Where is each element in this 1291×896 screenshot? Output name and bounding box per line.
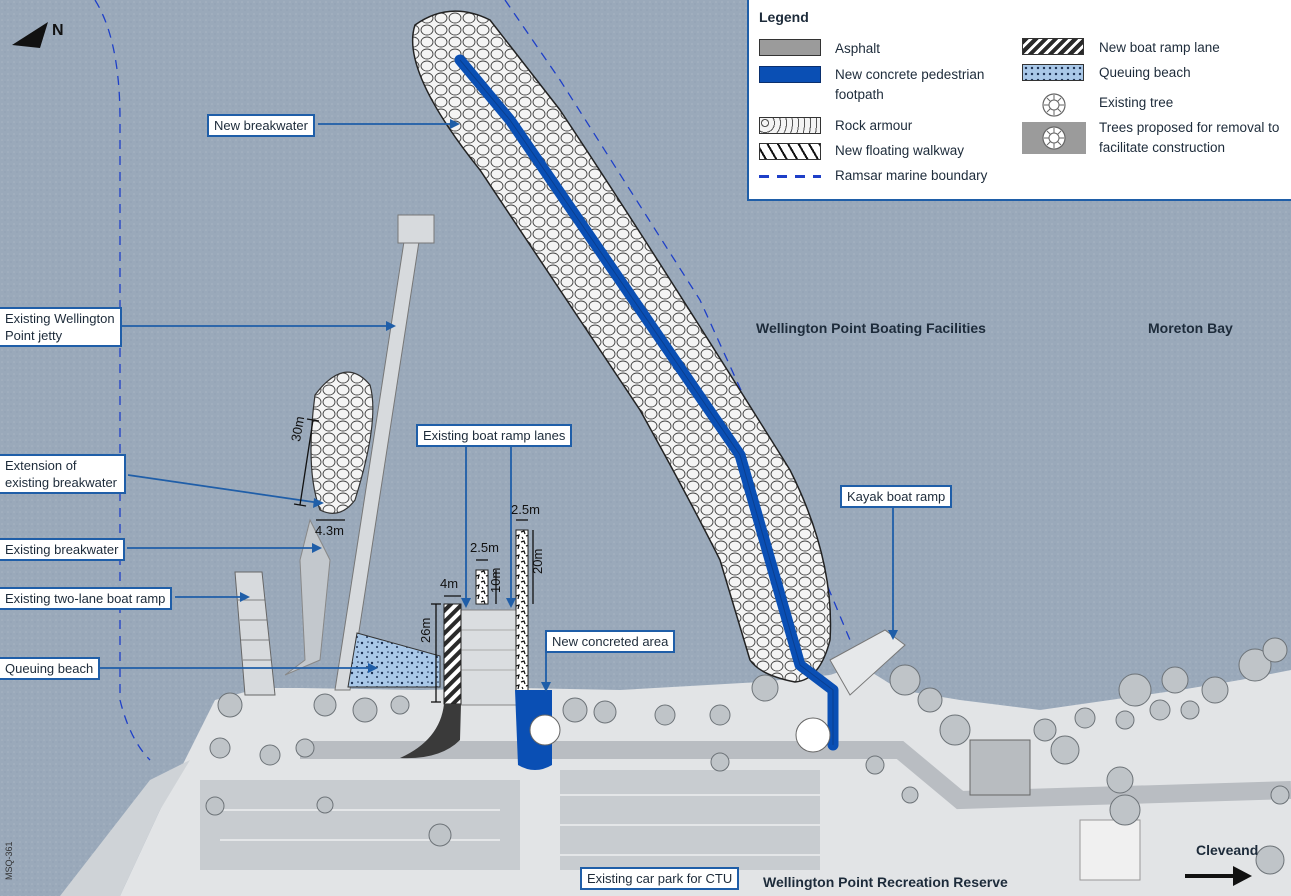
dim-2-5m-b: 2.5m	[511, 502, 540, 517]
callout-kayak-ramp: Kayak boat ramp	[840, 485, 953, 508]
walkway-swatch	[759, 143, 821, 160]
callout-extension-breakwater: Extension of existing breakwater	[0, 454, 126, 494]
ramp-lane-swatch	[1022, 38, 1084, 55]
dim-10m: 10m	[488, 567, 503, 593]
legend-panel: Legend Asphalt New concrete pedestrian f…	[747, 0, 1291, 201]
dim-26m: 26m	[418, 617, 433, 643]
legend-footpath: New concrete pedestrian footpath	[835, 67, 985, 102]
callout-car-park: Existing car park for CTU	[580, 867, 740, 890]
new-boat-ramp-lane	[443, 603, 462, 705]
callout-new-breakwater: New breakwater	[207, 114, 315, 137]
breakwater-extension	[310, 371, 374, 514]
existing-tree-icon	[1042, 93, 1066, 117]
footpath-swatch	[759, 66, 821, 83]
legend-queuing-beach: Queuing beach	[1099, 65, 1191, 80]
queuing-beach	[347, 632, 441, 688]
callout-existing-ramp-lanes: Existing boat ramp lanes	[416, 424, 573, 447]
legend-asphalt: Asphalt	[835, 41, 881, 56]
legend-title: Legend	[759, 9, 809, 25]
legend-floating-walkway: New floating walkway	[835, 143, 965, 158]
dim-2-5m-a: 2.5m	[470, 540, 499, 555]
dim-4m: 4m	[440, 576, 459, 591]
asphalt-swatch	[759, 39, 821, 56]
floating-walkway	[515, 529, 529, 703]
dim-4-3m: 4.3m	[315, 523, 344, 538]
tree-removal-icon	[1042, 126, 1066, 150]
new-breakwater	[411, 10, 832, 683]
kayak-ramp	[829, 629, 906, 696]
legend-existing-tree: Existing tree	[1099, 95, 1174, 110]
tree-removal-swatch	[1022, 122, 1086, 154]
doc-id: MSQ-361	[4, 841, 14, 880]
callout-queuing-beach: Queuing beach	[0, 657, 101, 680]
label-cleveland: Cleveand	[1196, 842, 1259, 858]
legend-ramsar: Ramsar marine boundary	[835, 168, 988, 183]
rock-swatch	[759, 117, 821, 134]
legend-rock-armour: Rock armour	[835, 118, 913, 133]
legend-new-ramp-lane: New boat ramp lane	[1099, 40, 1220, 55]
north-label: N	[52, 22, 64, 39]
dim-20m: 20m	[530, 548, 545, 574]
callout-existing-breakwater: Existing breakwater	[0, 538, 126, 561]
callout-new-concreted-area: New concreted area	[545, 630, 676, 653]
beach-swatch	[1022, 64, 1084, 81]
callout-two-lane-ramp: Existing two-lane boat ramp	[0, 587, 173, 610]
label-recreation-reserve: Wellington Point Recreation Reserve	[763, 874, 1008, 890]
existing-two-lane-ramp	[234, 571, 276, 696]
ramsar-swatch	[759, 175, 821, 178]
label-moreton-bay: Moreton Bay	[1148, 320, 1233, 336]
label-boating-facilities: Wellington Point Boating Facilities	[756, 320, 986, 336]
callout-existing-jetty: Existing Wellington Point jetty	[0, 307, 122, 347]
legend-tree-removal: Trees proposed for removal to facilitate…	[1099, 120, 1280, 155]
